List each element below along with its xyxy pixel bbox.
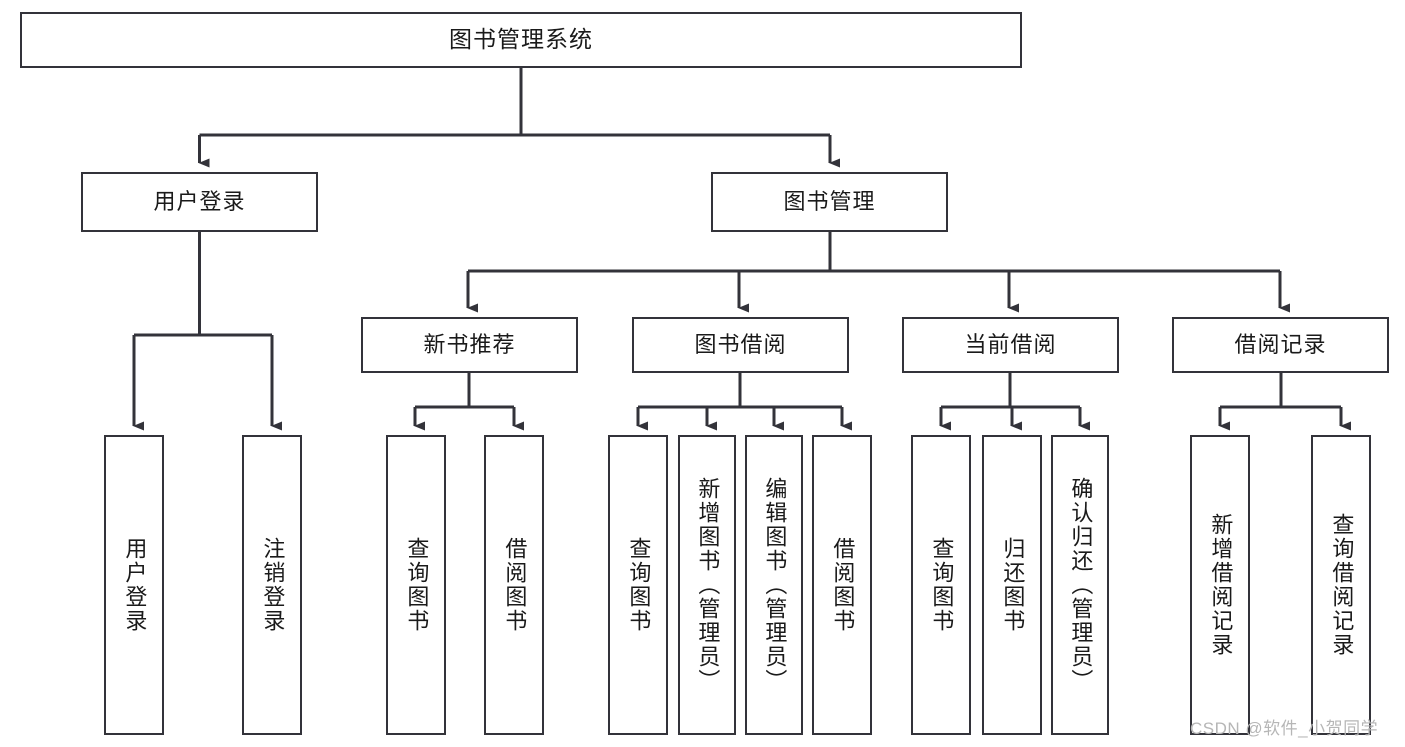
node-add-borrow-record[interactable]: 新增借阅记录 (1190, 435, 1250, 735)
node-borrow-book-borrow[interactable]: 借阅图书 (812, 435, 872, 735)
node-label: 图书管理系统 (449, 26, 593, 53)
node-return-book[interactable]: 归还图书 (982, 435, 1042, 735)
node-label: 用户登录 (153, 188, 246, 214)
node-label: 借阅图书 (830, 537, 856, 633)
node-query-book-borrow[interactable]: 查询图书 (608, 435, 668, 735)
node-logout-action[interactable]: 注销登录 (242, 435, 302, 735)
node-label: 新书推荐 (423, 331, 516, 357)
node-query-borrow-record[interactable]: 查询借阅记录 (1311, 435, 1371, 735)
node-label: 图书借阅 (694, 331, 787, 357)
node-label: 借阅记录 (1234, 331, 1327, 357)
node-label: 查询图书 (929, 537, 955, 633)
node-borrow-book-recommend[interactable]: 借阅图书 (484, 435, 544, 735)
node-book-manage[interactable]: 图书管理 (711, 172, 948, 232)
node-label: 新增借阅记录 (1208, 513, 1234, 657)
node-label: 归还图书 (1000, 537, 1026, 633)
node-current-borrow[interactable]: 当前借阅 (902, 317, 1119, 373)
node-label: 注销登录 (260, 537, 286, 633)
node-query-book-current[interactable]: 查询图书 (911, 435, 971, 735)
node-user-login-action[interactable]: 用户登录 (104, 435, 164, 735)
node-label: 借阅图书 (502, 537, 528, 633)
node-add-book-admin[interactable]: 新增图书（管理员） (678, 435, 736, 735)
node-user-login[interactable]: 用户登录 (81, 172, 318, 232)
node-query-book-recommend[interactable]: 查询图书 (386, 435, 446, 735)
node-label: 当前借阅 (964, 331, 1057, 357)
node-label: 用户登录 (122, 537, 148, 633)
node-label: 编辑图书（管理员） (762, 477, 788, 693)
node-label: 新增图书（管理员） (695, 477, 721, 693)
node-borrow-record[interactable]: 借阅记录 (1172, 317, 1389, 373)
node-edit-book-admin[interactable]: 编辑图书（管理员） (745, 435, 803, 735)
node-confirm-return-admin[interactable]: 确认归还（管理员） (1051, 435, 1109, 735)
node-book-borrow[interactable]: 图书借阅 (632, 317, 849, 373)
node-label: 查询图书 (404, 537, 430, 633)
node-label: 确认归还（管理员） (1068, 477, 1094, 693)
node-label: 图书管理 (783, 188, 876, 214)
node-label: 查询图书 (626, 537, 652, 633)
csdn-watermark: CSDN @软件_小贺同学 (1190, 719, 1379, 738)
node-new-book-recommend[interactable]: 新书推荐 (361, 317, 578, 373)
node-label: 查询借阅记录 (1329, 513, 1355, 657)
node-root-system[interactable]: 图书管理系统 (20, 12, 1022, 68)
